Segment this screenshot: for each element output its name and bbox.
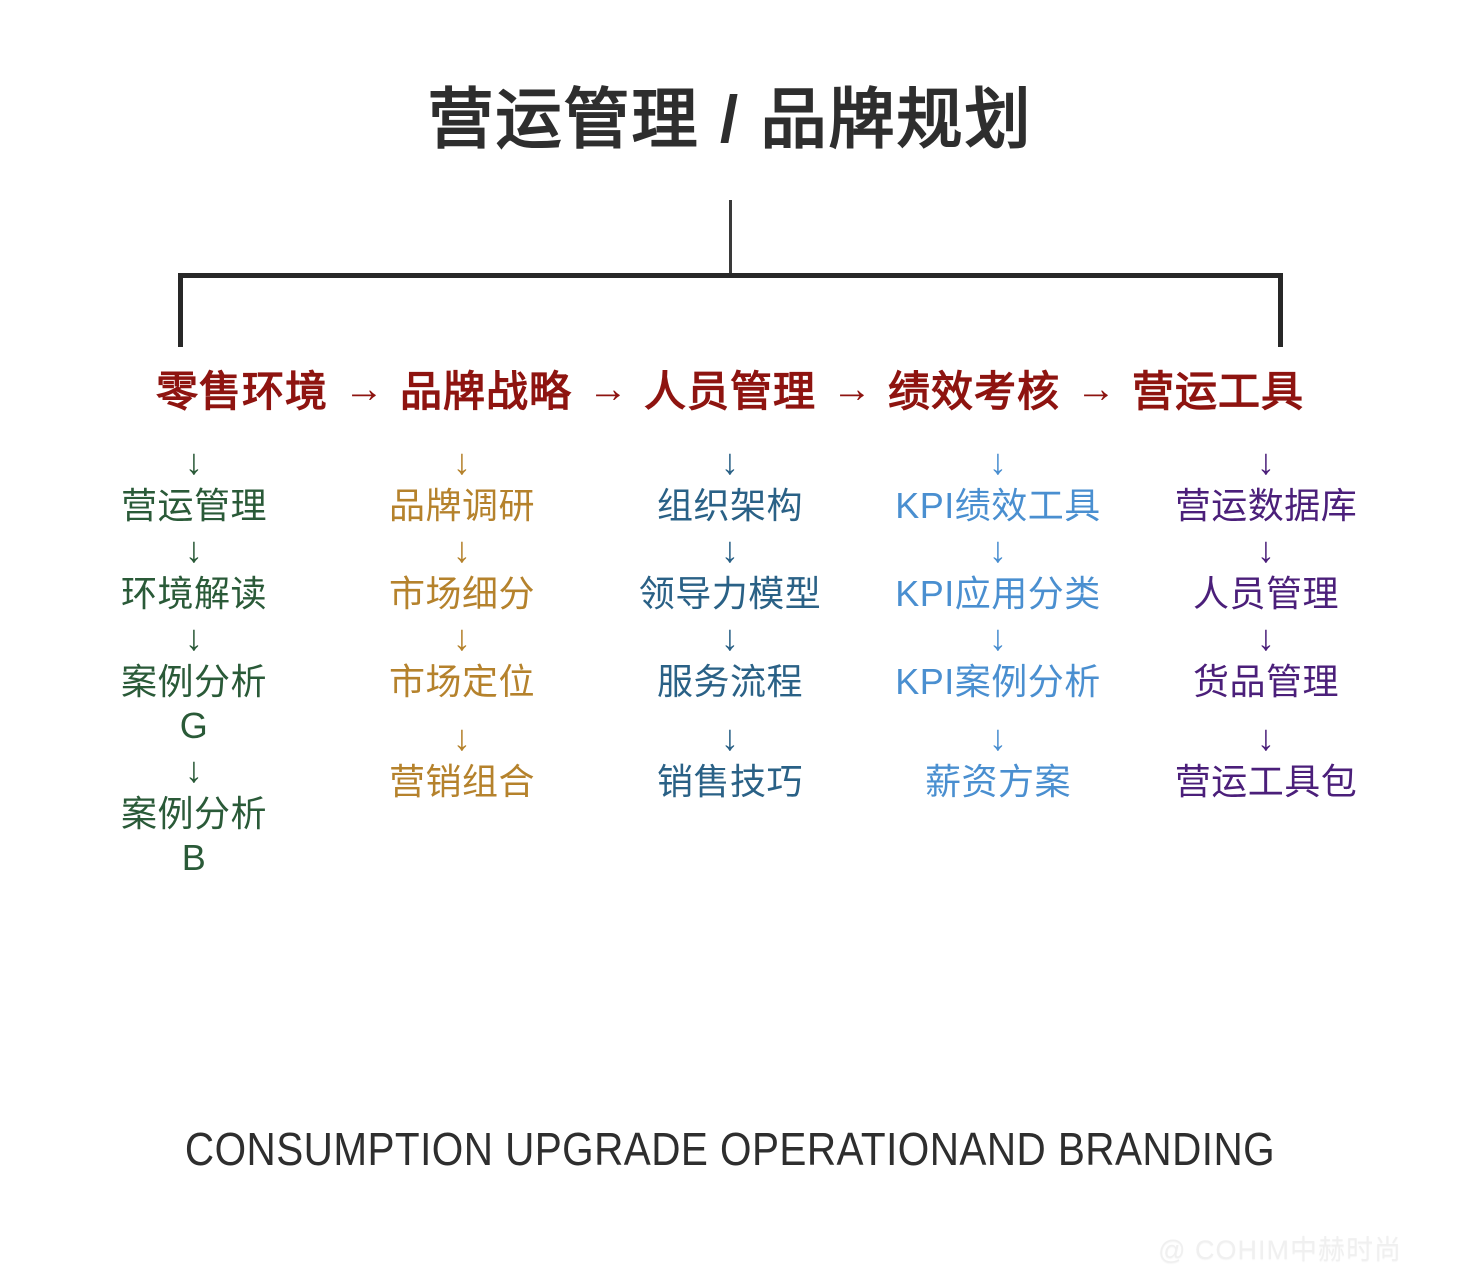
page-title: 营运管理 / 品牌规划 [427, 82, 1033, 156]
right-arrow-icon: → [832, 366, 872, 411]
down-arrow-icon: ↓ [989, 616, 1007, 658]
flow-node: 案例分析 B [120, 792, 267, 878]
flow-node: 薪资方案 [924, 760, 1071, 802]
flow-column-4: ↓ 营运数据库 ↓ 人员管理 ↓ 货品管理 ↓ 营运工具包 [1132, 440, 1400, 879]
connector-horizontal-bar [178, 273, 1283, 278]
flow-node: 组织架构 [656, 485, 803, 526]
down-arrow-icon: ↓ [185, 441, 203, 482]
flow-node: 营运管理 [120, 485, 267, 526]
down-arrow-icon: ↓ [453, 616, 471, 658]
down-arrow-icon: ↓ [1257, 716, 1275, 758]
flow-node: 营销组合 [388, 760, 535, 802]
down-arrow-icon: ↓ [185, 528, 203, 570]
stage-header-4: 营运工具 [1132, 368, 1305, 415]
down-arrow-icon: ↓ [989, 528, 1007, 570]
flow-column-1: ↓ 品牌调研 ↓ 市场细分 ↓ 市场定位 ↓ 营销组合 [328, 440, 596, 879]
down-arrow-icon: ↓ [1257, 441, 1275, 482]
right-arrow-icon: → [1076, 366, 1117, 411]
stage-header-1: 品牌战略 [399, 368, 572, 415]
down-arrow-icon: ↓ [1257, 528, 1275, 570]
watermark: @ COHIM中赫时尚 [1158, 1235, 1402, 1265]
down-arrow-icon: ↓ [453, 528, 471, 570]
down-arrow-icon: ↓ [721, 528, 739, 570]
flow-node: 服务流程 [656, 660, 803, 702]
flow-column-3: ↓ KPI绩效工具 ↓ KPI应用分类 ↓ KPI案例分析 ↓ 薪资方案 [864, 440, 1132, 879]
footer-english-caption: CONSUMPTION UPGRADE OPERATIONAND BRANDIN… [184, 1123, 1276, 1175]
connector-drop-left [178, 273, 183, 347]
down-arrow-icon: ↓ [185, 616, 203, 658]
down-arrow-icon: ↓ [721, 716, 739, 758]
flow-node: 市场细分 [388, 572, 535, 614]
flow-node: 货品管理 [1192, 660, 1339, 702]
flow-columns: ↓ 营运管理 ↓ 环境解读 ↓ 案例分析 G ↓ 案例分析 B ↓ 品牌调研 ↓… [60, 440, 1400, 879]
down-arrow-icon: ↓ [989, 441, 1007, 482]
flow-node: 品牌调研 [388, 485, 535, 526]
right-arrow-icon: → [343, 366, 384, 411]
stage-header-3: 绩效考核 [888, 368, 1061, 415]
down-arrow-icon: ↓ [721, 441, 739, 482]
flow-node: 环境解读 [120, 572, 267, 614]
flow-node: 案例分析 G [120, 660, 267, 746]
flow-node: 销售技巧 [656, 760, 803, 802]
flow-node: 人员管理 [1192, 572, 1339, 614]
right-arrow-icon: → [587, 366, 628, 411]
down-arrow-icon: ↓ [185, 748, 203, 790]
flow-node: KPI绩效工具 [895, 485, 1101, 526]
stage-header-0: 零售环境 [155, 368, 328, 415]
stage-header-row: 零售环境 → 品牌战略 → 人员管理 → 绩效考核 → 营运工具 [0, 358, 1460, 419]
down-arrow-icon: ↓ [453, 441, 471, 482]
flow-column-2: ↓ 组织架构 ↓ 领导力模型 ↓ 服务流程 ↓ 销售技巧 [596, 440, 864, 879]
stage-header-2: 人员管理 [643, 368, 816, 415]
flow-node: 领导力模型 [638, 572, 822, 614]
down-arrow-icon: ↓ [1257, 616, 1275, 658]
connector-stem [729, 200, 732, 274]
flow-node: 营运数据库 [1174, 485, 1358, 526]
flow-node: KPI案例分析 [895, 660, 1101, 702]
flow-node: 营运工具包 [1174, 760, 1358, 802]
flow-node: KPI应用分类 [895, 572, 1101, 614]
connector-drop-right [1278, 273, 1283, 347]
flow-node: 市场定位 [388, 660, 535, 702]
down-arrow-icon: ↓ [721, 616, 739, 658]
down-arrow-icon: ↓ [989, 716, 1007, 758]
flow-column-0: ↓ 营运管理 ↓ 环境解读 ↓ 案例分析 G ↓ 案例分析 B [60, 440, 328, 879]
down-arrow-icon: ↓ [453, 716, 471, 758]
